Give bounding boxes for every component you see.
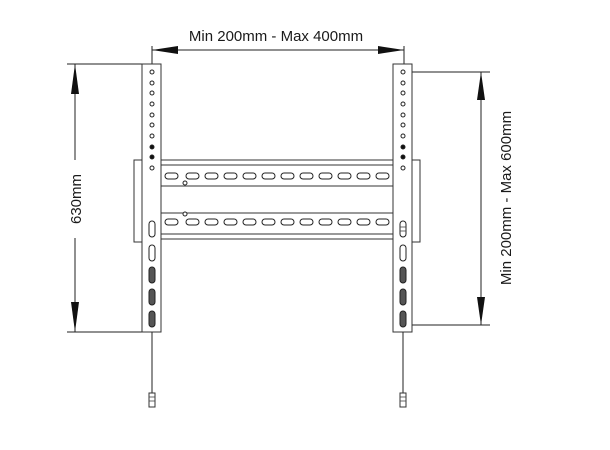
left-cord [148,332,156,408]
bottom-rail-slots [164,218,390,226]
locator-hole-bottom [182,211,188,217]
top-rail [141,164,413,187]
wall-plate [133,159,421,243]
bottom-rail [141,212,413,235]
left-arm-holes [149,69,155,171]
arrowhead-up-icon [477,72,485,100]
left-flange [133,159,143,243]
horizontal-dimension-label: Min 200mm - Max 400mm [189,28,363,45]
right-cord-connector [399,392,407,408]
left-cord-connector [148,392,156,408]
arrowhead-down-icon [477,297,485,325]
right-arm-slots [399,220,407,328]
right-cord [399,332,407,408]
vesa-vertical-dimension: Min 200mm - Max 600mm [403,71,515,326]
arrowhead-left-icon [152,46,178,54]
arrowhead-right-icon [378,46,404,54]
right-arm [392,63,413,333]
right-flange [411,159,421,243]
top-rail-edge [141,159,413,166]
top-rail-slots [164,172,390,180]
vesa-vertical-dimension-label: Min 200mm - Max 600mm [498,111,515,285]
bottom-rail-edge [141,233,413,240]
horizontal-dimension: Min 200mm - Max 400mm [151,28,405,70]
arrowhead-down-icon [71,302,79,332]
height-dimension: 630mm [67,63,142,333]
height-dimension-label: 630mm [68,174,85,224]
right-arm-holes [400,69,406,171]
left-arm-slots [148,220,156,328]
locator-hole-top [182,180,188,186]
left-arm [141,63,162,333]
arrowhead-up-icon [71,64,79,94]
